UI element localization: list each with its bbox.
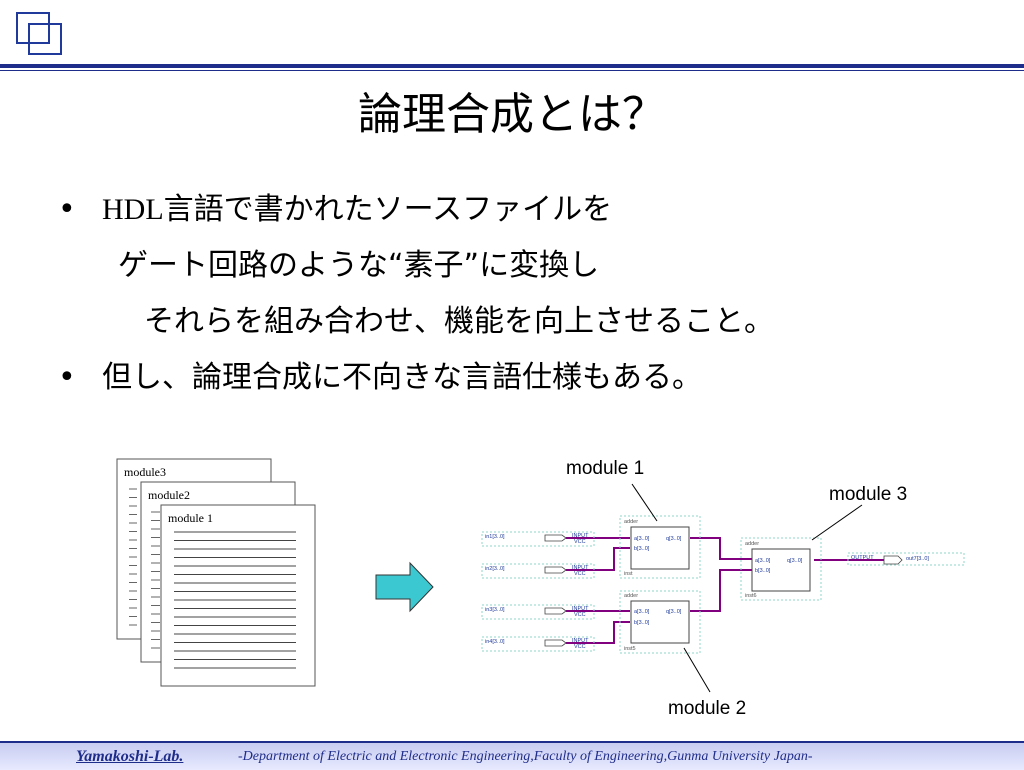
input-tag: INPUT bbox=[572, 533, 589, 539]
input-pin-frame bbox=[481, 531, 595, 547]
instance-name: inst bbox=[624, 571, 633, 577]
callouts: module 1 module 3 module 2 bbox=[566, 458, 907, 719]
input-pin-shape bbox=[544, 607, 567, 615]
block-type: adder bbox=[624, 593, 638, 599]
port-a: a[3..0] bbox=[755, 558, 771, 564]
header-rule-thin bbox=[0, 70, 1024, 71]
block-type: adder bbox=[745, 541, 759, 547]
logo-squares bbox=[16, 12, 62, 55]
bullet-text: それらを組み合わせ、機能を向上させること。 bbox=[144, 304, 774, 339]
document-label: module 1 bbox=[168, 511, 213, 525]
vcc-tag: VCC bbox=[574, 571, 586, 577]
bullet-text: 但し、論理合成に不向きな言語仕様もある。 bbox=[102, 360, 702, 395]
port-a: a[3..0] bbox=[634, 536, 650, 542]
input-name: in4[3..0] bbox=[485, 639, 505, 645]
output-tag: OUTPUT bbox=[851, 555, 874, 561]
port-q: q[3..0] bbox=[666, 536, 682, 542]
input-tag: INPUT bbox=[572, 565, 589, 571]
input-pin-shape bbox=[544, 534, 567, 542]
bullet-text: 言語で書かれたソースファイルを bbox=[163, 192, 613, 227]
input-pin-shape bbox=[544, 566, 567, 574]
right-arrow-icon bbox=[375, 561, 434, 613]
logo-square-front bbox=[28, 23, 62, 55]
input-name: in2[3..0] bbox=[485, 566, 505, 572]
footer-bar: Yamakoshi-Lab. -Department of Electric a… bbox=[0, 741, 1024, 770]
document-module1: module 1 bbox=[160, 504, 316, 687]
adder-block-inst6: adder a[3..0] b[3..0] q[3..0] inst6 bbox=[740, 537, 822, 601]
input-tag: INPUT bbox=[572, 638, 589, 644]
input-name: in3[3..0] bbox=[485, 607, 505, 613]
input-pin-frame bbox=[481, 636, 595, 652]
callout-module1: module 1 bbox=[566, 458, 644, 479]
port-b: b[3..0] bbox=[755, 568, 771, 574]
instance-name: inst6 bbox=[745, 593, 757, 599]
vcc-tag: VCC bbox=[574, 539, 586, 545]
schematic: in1[3..0]INPUTVCCin2[3..0]INPUTVCCin3[3.… bbox=[481, 515, 965, 654]
input-pin-shape bbox=[544, 639, 567, 647]
block-type: adder bbox=[624, 519, 638, 525]
input-tag: INPUT bbox=[572, 606, 589, 612]
input-pin-frame bbox=[481, 563, 595, 579]
bullet-text: ゲート回路のような“素子”に変換し bbox=[118, 248, 600, 283]
port-q: q[3..0] bbox=[787, 558, 803, 564]
port-b: b[3..0] bbox=[634, 620, 650, 626]
department-name: -Department of Electric and Electronic E… bbox=[238, 749, 813, 764]
bullet-prefix: HDL bbox=[102, 193, 164, 226]
output-pin: OUTPUT out7[3..0] bbox=[847, 552, 965, 566]
vcc-tag: VCC bbox=[574, 644, 586, 650]
vcc-tag: VCC bbox=[574, 612, 586, 618]
port-b: b[3..0] bbox=[634, 546, 650, 552]
document-label: module3 bbox=[124, 465, 166, 479]
callout-module2: module 2 bbox=[668, 698, 746, 719]
document-label: module2 bbox=[148, 488, 190, 502]
bullet-dot: • bbox=[58, 360, 76, 395]
callout-module3: module 3 bbox=[829, 484, 907, 505]
header-rule bbox=[0, 64, 1024, 68]
adder-block-inst5: adder a[3..0] b[3..0] q[3..0] inst5 bbox=[619, 590, 701, 654]
slide-title: 論理合成とは？ bbox=[358, 89, 666, 140]
input-pin-frame bbox=[481, 604, 595, 620]
port-q: q[3..0] bbox=[666, 609, 682, 615]
logo-square-back bbox=[16, 12, 50, 44]
bullet-dot: • bbox=[58, 192, 76, 227]
lab-name: Yamakoshi-Lab. bbox=[76, 748, 184, 765]
output-name: out7[3..0] bbox=[906, 556, 929, 562]
adder-block-inst: adder a[3..0] b[3..0] q[3..0] inst bbox=[619, 515, 701, 579]
instance-name: inst5 bbox=[624, 646, 636, 652]
input-name: in1[3..0] bbox=[485, 534, 505, 540]
port-a: a[3..0] bbox=[634, 609, 650, 615]
